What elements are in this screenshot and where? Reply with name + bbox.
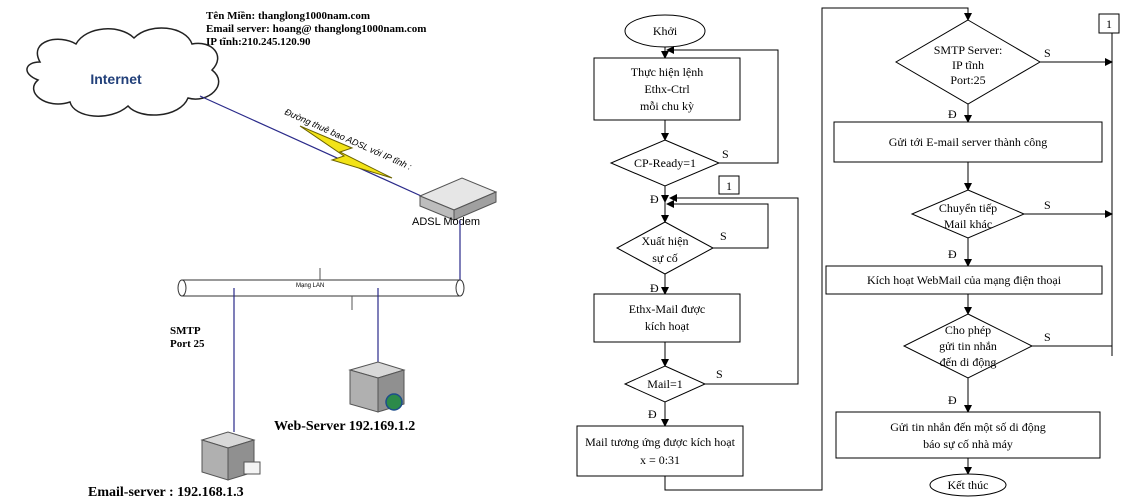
static-ip-text: IP tĩnh:210.245.120.90 <box>206 36 311 48</box>
command-line-2: Ethx-Ctrl <box>644 82 690 96</box>
email-server-label: Email-server : 192.168.1.3 <box>88 485 244 497</box>
lightning-icon <box>299 125 393 179</box>
sms-no: S <box>1044 330 1051 344</box>
flowchart-column-1: Khởi Thực hiện lệnh Ethx-Ctrl mỗi chu kỳ… <box>576 7 972 491</box>
lan-bus <box>177 279 465 297</box>
mail-yes: Đ <box>648 407 657 421</box>
loop-incident <box>666 200 769 249</box>
forward-line-2: Mail khác <box>944 217 992 231</box>
mail-no: S <box>716 367 723 381</box>
forward-no: S <box>1044 198 1051 212</box>
smtp-yes: Đ <box>948 107 957 121</box>
incident-line-2: sự cố <box>652 251 678 265</box>
port-label: Port 25 <box>170 338 205 350</box>
smtp-no: S <box>1044 46 1051 60</box>
smtp-line-2: IP tĩnh <box>952 58 984 72</box>
modem-icon <box>418 177 498 221</box>
mail-activated-line-1: Mail tương ứng được kích hoạt <box>585 435 736 449</box>
incident-line-1: Xuất hiện <box>642 234 689 248</box>
mail-activated-box <box>576 425 744 477</box>
end-terminal <box>929 473 1007 497</box>
lan-label: Mạng LAN <box>296 283 324 289</box>
connector-box-b <box>1098 13 1120 34</box>
incident-yes: Đ <box>650 281 659 295</box>
sms-send-box <box>835 411 1101 459</box>
internet-label: Internet <box>90 71 142 87</box>
loop-cp-ready <box>666 46 779 164</box>
end-label: Kết thúc <box>948 478 989 492</box>
smtp-line-3: Port:25 <box>950 73 985 87</box>
sms-yes: Đ <box>948 393 957 407</box>
link-to-column-2 <box>664 7 972 491</box>
ethx-mail-box <box>593 293 741 343</box>
web-server-label: Web-Server 192.169.1.2 <box>274 419 415 434</box>
send-ok-label: Gửi tới E-mail server thành công <box>889 135 1047 149</box>
email-server-text: Email server: hoang@ thanglong1000nam.co… <box>206 23 426 35</box>
connector-label-b: 1 <box>1106 17 1112 31</box>
webmail-box <box>825 265 1103 295</box>
flowchart-column-2: 1 SMTP Server: IP tĩnh Port:25 S Đ Gửi t… <box>825 13 1120 497</box>
mail-label: Mail=1 <box>647 377 682 391</box>
command-line-1: Thực hiện lệnh <box>631 65 703 79</box>
web-server-icon <box>348 361 406 413</box>
smtp-label: SMTP <box>170 325 201 337</box>
loop-mail <box>669 194 799 385</box>
modem-label: ADSL Modem <box>412 216 480 228</box>
adsl-line <box>199 95 431 201</box>
network-diagram: Tên Miền: thanglong1000nam.com Email ser… <box>26 10 498 497</box>
domain-text: Tên Miền: thanglong1000nam.com <box>206 10 370 22</box>
incident-decision <box>615 221 715 275</box>
forward-line-1: Chuyển tiếp <box>939 201 997 215</box>
webmail-label: Kích hoạt WebMail của mạng điện thoại <box>867 273 1062 287</box>
ethx-mail-line-2: kích hoạt <box>645 319 690 333</box>
cp-ready-yes: Đ <box>650 192 659 206</box>
sms-line-2: gửi tin nhắn <box>939 339 997 353</box>
connector-box-a <box>718 175 740 195</box>
send-ok-box <box>833 121 1103 163</box>
sms-send-line-1: Gửi tin nhắn đến một số di động <box>890 420 1046 434</box>
connector-label-a: 1 <box>726 179 732 193</box>
ethx-mail-line-1: Ethx-Mail được <box>629 302 706 316</box>
email-server-icon <box>200 431 261 481</box>
mail-activated-line-2: x = 0:31 <box>640 453 680 467</box>
internet-cloud-icon: Internet <box>26 27 220 117</box>
sms-line-1: Cho phép <box>945 323 991 337</box>
cp-ready-no: S <box>722 147 729 161</box>
sms-send-line-2: báo sự cố nhà máy <box>923 437 1013 451</box>
cp-ready-label: CP-Ready=1 <box>634 156 696 170</box>
forward-yes: Đ <box>948 247 957 261</box>
command-line-3: mỗi chu kỳ <box>640 99 694 113</box>
sms-line-3: đến di động <box>940 355 997 369</box>
smtp-line-1: SMTP Server: <box>934 43 1003 57</box>
incident-no: S <box>720 229 727 243</box>
command-box <box>593 57 741 121</box>
start-label: Khởi <box>653 24 678 38</box>
